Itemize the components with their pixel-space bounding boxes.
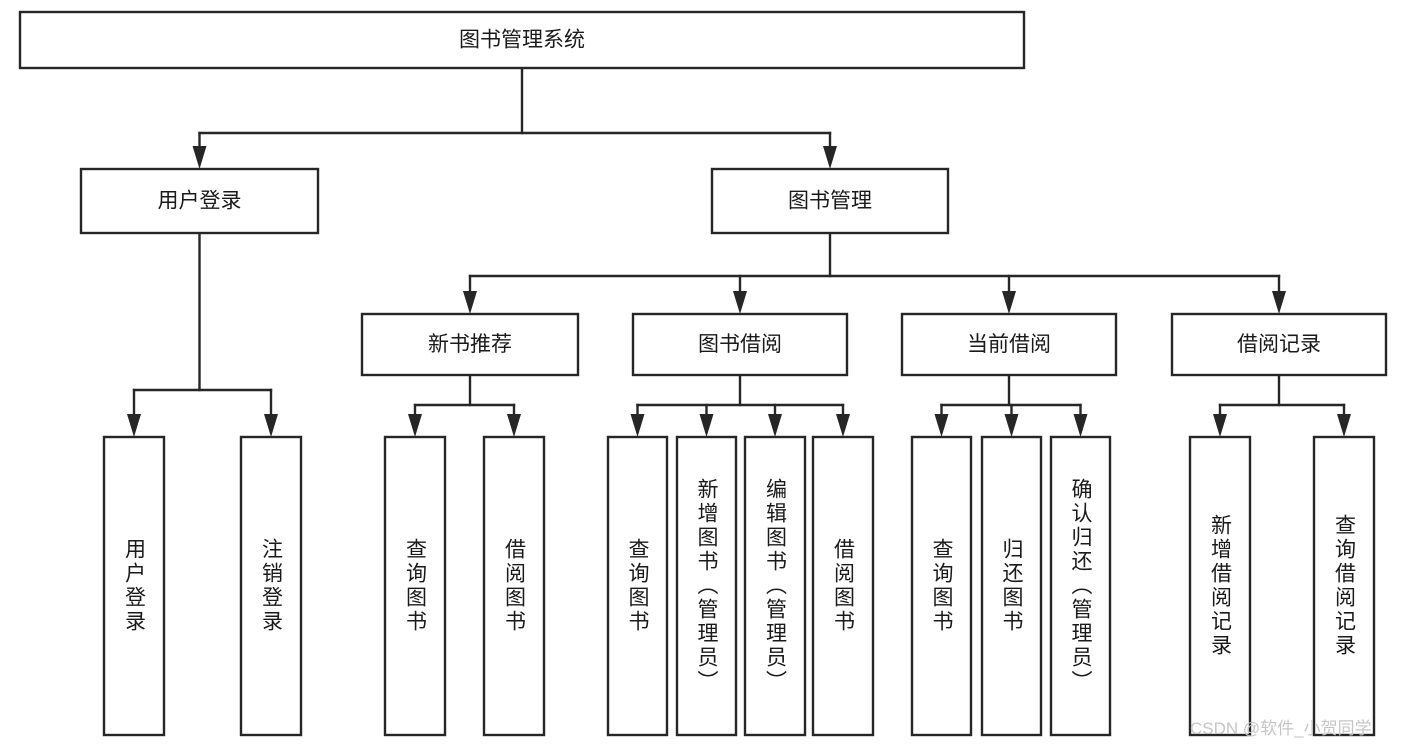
arrow-head-icon (1337, 414, 1351, 437)
node-level3-label-0: 新书推荐 (428, 333, 512, 356)
node-level2-box-1[interactable] (710, 167, 950, 235)
node-level2-label-1: 图书管理 (788, 190, 872, 213)
arrow-head-icon (699, 414, 714, 437)
node-level3-box-2[interactable] (900, 312, 1118, 377)
arrow-head-icon (836, 414, 850, 437)
arrow-head-icon (463, 291, 477, 314)
arrow-head-icon (507, 414, 521, 437)
node-level3-box-3[interactable] (1170, 312, 1388, 377)
node-level2-label-0: 用户登录 (158, 190, 242, 213)
node-level3-box-1[interactable] (631, 312, 849, 377)
node-leaf-box-3[interactable] (482, 435, 546, 737)
node-leaf-box-12[interactable] (1312, 435, 1376, 737)
arrow-head-icon (934, 414, 949, 437)
node-leaf-box-5[interactable] (675, 435, 738, 737)
node-level3-label-1: 图书借阅 (698, 333, 782, 356)
node-leaf-box-2[interactable] (383, 435, 447, 737)
node-root-box[interactable] (18, 10, 1026, 70)
arrow-head-icon (823, 146, 837, 169)
arrow-head-icon (1004, 414, 1019, 437)
node-leaf-box-6[interactable] (743, 435, 807, 737)
node-leaf-box-4[interactable] (606, 435, 669, 737)
arrow-head-icon (408, 414, 422, 437)
arrow-head-icon (768, 414, 782, 437)
arrow-head-icon (192, 146, 207, 169)
arrow-head-icon (264, 414, 278, 437)
node-leaf-box-11[interactable] (1188, 435, 1252, 737)
arrow-head-icon (630, 414, 645, 437)
csdn-watermark: CSDN @软件_小贺同学 (1190, 719, 1372, 738)
node-leaf-box-9[interactable] (980, 435, 1043, 737)
node-level3-box-0[interactable] (360, 312, 580, 377)
node-leaf-box-0[interactable] (102, 435, 166, 737)
boxes-layer (18, 10, 1388, 737)
node-leaf-box-7[interactable] (811, 435, 875, 737)
node-leaf-box-8[interactable] (910, 435, 973, 737)
node-root-label: 图书管理系统 (459, 29, 585, 52)
arrow-head-icon (733, 291, 747, 314)
node-level2-box-0[interactable] (79, 167, 320, 235)
arrow-head-icon (1002, 291, 1016, 314)
node-leaf-box-1[interactable] (239, 435, 303, 737)
node-leaf-box-10[interactable] (1049, 435, 1112, 737)
arrow-head-icon (1213, 414, 1227, 437)
arrow-head-icon (1073, 414, 1088, 437)
node-level3-label-3: 借阅记录 (1237, 333, 1321, 356)
connectors-layer (127, 66, 1351, 437)
arrow-head-icon (1272, 291, 1286, 314)
node-level3-label-2: 当前借阅 (967, 333, 1051, 356)
arrow-head-icon (127, 414, 141, 437)
